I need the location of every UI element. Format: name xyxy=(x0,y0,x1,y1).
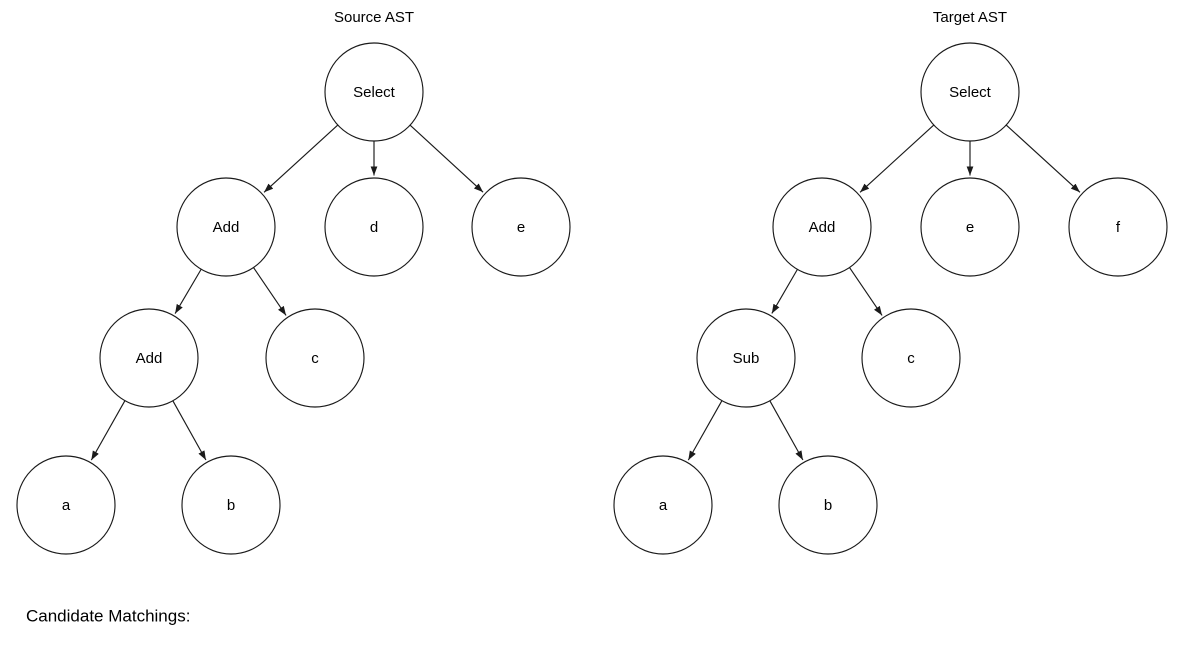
node-s-a[interactable]: a xyxy=(16,455,116,555)
node-circle-t-f[interactable] xyxy=(1068,177,1168,277)
node-label-t-b: b xyxy=(824,497,832,514)
node-circle-s-select[interactable] xyxy=(324,42,424,142)
node-circle-s-e[interactable] xyxy=(471,177,571,277)
node-label-t-a: a xyxy=(659,497,668,514)
node-circle-t-b[interactable] xyxy=(778,455,878,555)
node-label-s-a: a xyxy=(62,497,71,514)
edge-s-select-to-s-e xyxy=(409,124,484,193)
node-circle-t-select[interactable] xyxy=(920,42,1020,142)
node-circle-t-sub[interactable] xyxy=(696,308,796,408)
node-s-e[interactable]: e xyxy=(471,177,571,277)
node-t-sub[interactable]: Sub xyxy=(696,308,796,408)
node-label-s-d: d xyxy=(370,219,378,236)
edge-t-select-to-t-add xyxy=(859,124,935,193)
titles-layer: Source AST Target AST xyxy=(334,9,1007,26)
edge-s-add1-to-s-add2 xyxy=(174,268,202,314)
node-label-t-e: e xyxy=(966,219,974,236)
node-circle-t-a[interactable] xyxy=(613,455,713,555)
node-label-t-select: Select xyxy=(949,84,992,101)
node-s-d[interactable]: d xyxy=(324,177,424,277)
node-label-s-select: Select xyxy=(353,84,396,101)
edge-t-sub-to-t-b xyxy=(769,400,804,461)
edge-t-add-to-t-sub xyxy=(771,269,798,314)
node-label-t-f: f xyxy=(1116,219,1121,236)
node-circle-s-c[interactable] xyxy=(265,308,365,408)
node-s-b[interactable]: b xyxy=(181,455,281,555)
edge-t-sub-to-t-a xyxy=(687,400,723,461)
edge-s-add2-to-s-a xyxy=(90,400,126,461)
node-t-e[interactable]: e xyxy=(920,177,1020,277)
node-t-add[interactable]: Add xyxy=(772,177,872,277)
node-circle-s-d[interactable] xyxy=(324,177,424,277)
node-label-s-add2: Add xyxy=(136,350,163,367)
node-t-select[interactable]: Select xyxy=(920,42,1020,142)
node-circle-s-a[interactable] xyxy=(16,455,116,555)
node-circle-s-add2[interactable] xyxy=(99,308,199,408)
edge-s-add1-to-s-c xyxy=(253,267,287,316)
edge-s-add2-to-s-b xyxy=(172,400,207,461)
edges-layer xyxy=(90,124,1081,461)
node-t-b[interactable]: b xyxy=(778,455,878,555)
node-circle-s-b[interactable] xyxy=(181,455,281,555)
node-label-t-c: c xyxy=(907,350,915,367)
node-circle-t-e[interactable] xyxy=(920,177,1020,277)
node-s-add1[interactable]: Add xyxy=(176,177,276,277)
node-circle-t-add[interactable] xyxy=(772,177,872,277)
node-label-s-e: e xyxy=(517,219,525,236)
tree-title-target: Target AST xyxy=(933,9,1007,26)
edge-t-select-to-t-f xyxy=(1005,124,1081,193)
node-label-s-b: b xyxy=(227,497,235,514)
candidate-matchings-caption: Candidate Matchings: xyxy=(26,606,190,625)
node-s-select[interactable]: Select xyxy=(324,42,424,142)
tree-title-source: Source AST xyxy=(334,9,414,26)
node-circle-s-add1[interactable] xyxy=(176,177,276,277)
node-t-c[interactable]: c xyxy=(861,308,961,408)
node-label-s-add1: Add xyxy=(213,219,240,236)
edge-s-select-to-s-add1 xyxy=(263,124,339,193)
node-s-add2[interactable]: Add xyxy=(99,308,199,408)
node-t-a[interactable]: a xyxy=(613,455,713,555)
node-label-t-add: Add xyxy=(809,219,836,236)
node-label-t-sub: Sub xyxy=(733,350,760,367)
edge-t-add-to-t-c xyxy=(849,267,883,316)
node-s-c[interactable]: c xyxy=(265,308,365,408)
node-label-s-c: c xyxy=(311,350,319,367)
node-circle-t-c[interactable] xyxy=(861,308,961,408)
node-t-f[interactable]: f xyxy=(1068,177,1168,277)
